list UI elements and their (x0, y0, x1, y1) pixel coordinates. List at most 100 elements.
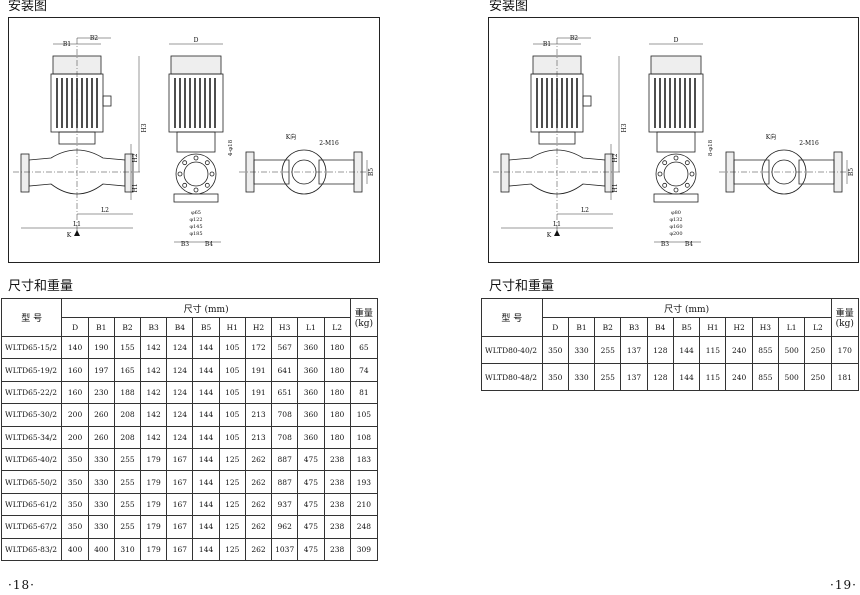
k-arrow-label: K (547, 232, 552, 239)
k-pipes (733, 159, 835, 185)
value-cell: 160 (61, 358, 89, 382)
value-cell: 125 (218, 470, 246, 494)
value-cell: 208 (113, 425, 142, 449)
dim-label-b4: B4 (205, 241, 213, 248)
value-cell: 124 (166, 380, 194, 405)
dim-label-l2: L2 (581, 207, 589, 214)
value-cell: 475 (297, 447, 325, 472)
value-cell: 170 (830, 336, 860, 364)
bolt-hole (193, 187, 199, 193)
value-cell: 191 (244, 358, 273, 382)
terminal-box (102, 95, 112, 107)
column-header: L2 (323, 317, 351, 337)
value-cell: 172 (244, 335, 273, 360)
side-base (173, 193, 219, 203)
value-cell: 262 (244, 492, 273, 517)
bolt-hole (673, 155, 679, 161)
value-cell: 330 (567, 336, 596, 364)
value-cell: 125 (218, 515, 246, 539)
value-cell: 160 (61, 380, 89, 405)
dim-label-b3: B3 (181, 241, 189, 248)
value-cell: 125 (218, 492, 246, 517)
value-cell: 1037 (271, 537, 299, 561)
bolt-hole (673, 187, 679, 193)
value-cell: 115 (699, 363, 727, 391)
column-header: B3 (140, 317, 168, 337)
side-base (653, 193, 699, 203)
value-cell: 180 (323, 425, 351, 449)
side-fan-cover (650, 55, 702, 75)
value-cell: 855 (751, 363, 780, 391)
value-cell: 641 (271, 358, 299, 382)
dim-label-holes: 8-φ18 (708, 139, 714, 156)
dim-label-h2: H2 (132, 153, 139, 162)
value-cell: 180 (323, 380, 351, 405)
outlet-flange (604, 153, 614, 193)
value-cell: 179 (140, 492, 168, 517)
value-cell: 105 (218, 335, 246, 360)
model-cell: WLTD65-67/2 (0, 515, 63, 539)
value-cell: 144 (672, 363, 701, 391)
column-header: H1 (218, 317, 246, 337)
dim-label-l1: L1 (73, 221, 81, 228)
k-volute-outer (761, 149, 807, 195)
value-cell: 142 (140, 403, 168, 427)
value-cell: 124 (166, 335, 194, 360)
column-header: B4 (646, 317, 674, 337)
column-header: H2 (244, 317, 273, 337)
side-fan-cover (170, 55, 222, 75)
value-cell: 475 (297, 470, 325, 494)
value-cell: 179 (140, 447, 168, 472)
value-cell: 360 (297, 403, 325, 427)
k-arrow-label: K (67, 232, 72, 239)
dim-label-dia1: φ80 (671, 210, 681, 216)
dims-header: 尺寸 (mm) (61, 298, 351, 318)
value-cell: 180 (323, 335, 351, 360)
value-cell: 108 (349, 425, 379, 449)
dim-label-l2: L2 (101, 207, 109, 214)
value-cell: 500 (778, 363, 806, 391)
bolt-hole (182, 160, 188, 166)
value-cell: 167 (166, 492, 194, 517)
model-cell: WLTD65-83/2 (0, 537, 63, 561)
weight-label: 重量 (354, 309, 373, 319)
dim-label-l1: L1 (553, 221, 561, 228)
value-cell: 350 (61, 515, 89, 539)
column-header: L1 (297, 317, 325, 337)
value-cell: 144 (192, 380, 220, 405)
value-cell: 262 (244, 470, 273, 494)
weight-header: 重量(kg) (349, 298, 379, 337)
value-cell: 937 (271, 492, 299, 517)
value-cell: 255 (113, 470, 142, 494)
value-cell: 567 (271, 335, 299, 360)
value-cell: 260 (87, 403, 115, 427)
value-cell: 125 (218, 537, 246, 561)
dim-label-d: D (194, 37, 199, 44)
value-cell: 330 (567, 363, 596, 391)
value-cell: 238 (323, 492, 351, 517)
value-cell: 400 (87, 537, 115, 561)
value-cell: 360 (297, 358, 325, 382)
value-cell: 255 (594, 363, 622, 391)
dimensions-weight-title: 尺寸和重量 (489, 279, 555, 294)
k-arrow (554, 230, 560, 236)
weight-header: 重量(kg) (830, 298, 860, 337)
value-cell: 167 (166, 447, 194, 472)
value-cell: 144 (192, 470, 220, 494)
page-number: ·18· (8, 578, 35, 592)
dim-label-h1: H1 (612, 183, 619, 192)
install-drawing-title: 安装图 (489, 0, 529, 14)
value-cell: 124 (166, 403, 194, 427)
bolt-hole (204, 160, 210, 166)
value-cell: 200 (61, 425, 89, 449)
value-cell: 190 (87, 335, 115, 360)
model-cell: WLTD65-15/2 (0, 335, 63, 360)
